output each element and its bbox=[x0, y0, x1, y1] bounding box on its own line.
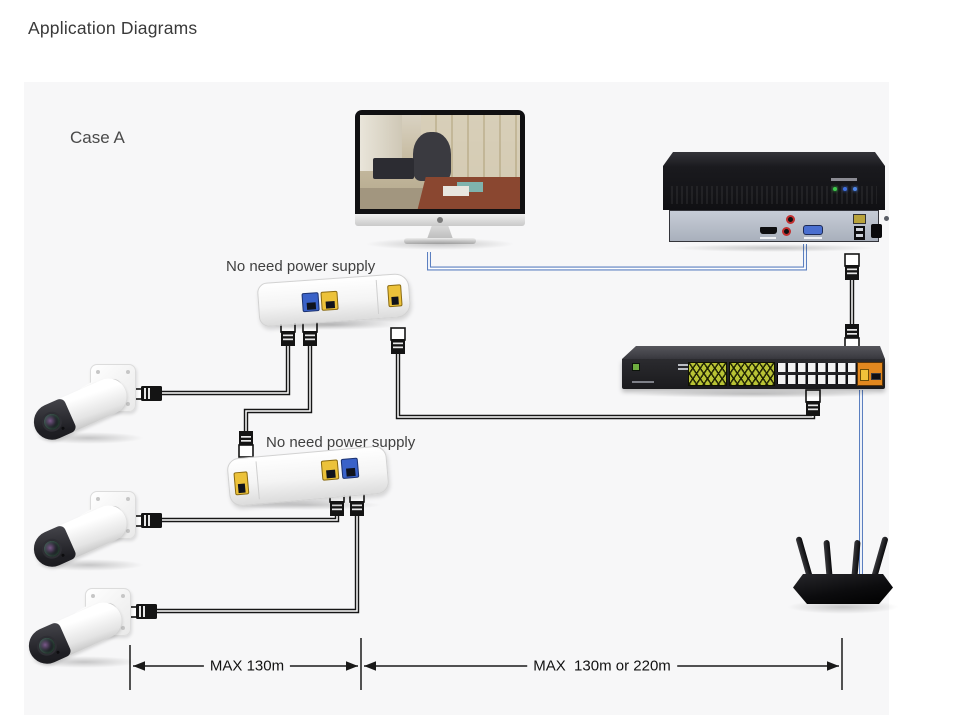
camera-ir-dot bbox=[61, 426, 66, 431]
bullet-camera-2 bbox=[28, 487, 163, 575]
camera-lens-icon bbox=[38, 408, 66, 435]
switch-front-panel bbox=[622, 359, 885, 389]
camera-ir-dot bbox=[56, 650, 61, 655]
switch-mesh-panel bbox=[688, 362, 727, 386]
sfp-slot-icon bbox=[871, 373, 881, 380]
no-power-note-1: No need power supply bbox=[226, 258, 376, 275]
extender-shadow bbox=[232, 500, 382, 510]
nvr-vent bbox=[671, 186, 877, 204]
cctv-chair bbox=[412, 131, 452, 181]
monitor-bezel bbox=[355, 110, 525, 214]
poe-switch bbox=[622, 346, 885, 398]
nvr-led-green bbox=[833, 187, 837, 191]
switch-port-row bbox=[777, 363, 857, 372]
antenna-icon bbox=[851, 539, 861, 579]
monitor-shadow bbox=[365, 238, 515, 250]
distance-label-2: MAX 130m or 220m bbox=[527, 657, 677, 675]
power-jack-icon bbox=[871, 224, 882, 238]
bullet-camera-3 bbox=[23, 584, 158, 672]
switch-model-print bbox=[632, 381, 654, 383]
nvr-recorder bbox=[663, 152, 889, 252]
switch-top-face bbox=[622, 346, 885, 359]
camera-lens-icon bbox=[38, 535, 66, 562]
nvr-front-view bbox=[663, 152, 885, 210]
nvr-print bbox=[831, 178, 857, 181]
extender-port-blue-icon bbox=[340, 457, 360, 480]
camera-lens-icon bbox=[33, 632, 61, 659]
nvr-shadow bbox=[671, 244, 877, 252]
rca-port-icon bbox=[786, 215, 795, 224]
extender-shadow bbox=[262, 320, 402, 330]
cctv-floor bbox=[360, 188, 424, 209]
ethernet-port-icon bbox=[853, 214, 866, 224]
nvr-led-blue bbox=[843, 187, 847, 191]
case-a-label: Case A bbox=[70, 128, 125, 147]
extender-end-port-icon bbox=[387, 284, 403, 308]
bullet-camera-1 bbox=[28, 360, 163, 448]
antenna-icon bbox=[795, 535, 813, 579]
monitor bbox=[355, 110, 525, 250]
switch-uplink-panel bbox=[857, 362, 883, 386]
extender-seam bbox=[375, 279, 380, 314]
nvr-led-blue bbox=[853, 187, 857, 191]
camera-shadow bbox=[34, 432, 144, 444]
brand-logo-icon bbox=[437, 217, 443, 223]
switch-port-row bbox=[777, 375, 857, 384]
router-body bbox=[793, 574, 893, 604]
extender-seam bbox=[255, 461, 260, 500]
monitor-chin bbox=[355, 214, 525, 226]
no-power-note-2: No need power supply bbox=[266, 434, 416, 451]
rca-port-icon bbox=[782, 227, 791, 236]
cctv-desktop bbox=[372, 158, 415, 179]
antenna-icon bbox=[823, 539, 833, 579]
uplink-ethernet-port-icon bbox=[860, 369, 869, 381]
usb-ports-icon bbox=[854, 226, 865, 240]
router-shadow bbox=[787, 600, 899, 614]
antenna-icon bbox=[871, 535, 889, 579]
extender-port-yellow-icon bbox=[320, 459, 340, 481]
camera-ir-dot bbox=[61, 553, 66, 558]
port-label bbox=[760, 237, 776, 239]
extender-end-port-icon bbox=[233, 471, 250, 496]
camera-shadow bbox=[34, 559, 144, 571]
switch-logo-icon bbox=[632, 363, 640, 371]
extender-port-blue-icon bbox=[301, 292, 320, 313]
wifi-router bbox=[787, 534, 899, 614]
nvr-rear-panel bbox=[669, 210, 889, 242]
port-label bbox=[804, 237, 822, 239]
vga-port-icon bbox=[803, 225, 823, 235]
monitor-screen-cctv-view bbox=[360, 115, 520, 209]
screw-icon bbox=[884, 216, 889, 221]
distance-label-1: MAX 130m bbox=[203, 657, 291, 675]
camera-shadow bbox=[29, 656, 139, 668]
switch-mesh-panel bbox=[729, 362, 775, 386]
cctv-papers bbox=[443, 186, 469, 196]
monitor-base bbox=[404, 238, 476, 244]
switch-shadow bbox=[628, 390, 880, 398]
monitor-stand bbox=[427, 226, 453, 239]
hdmi-port-icon bbox=[760, 227, 777, 234]
extender-port-yellow-icon bbox=[320, 290, 339, 311]
page-title: Application Diagrams bbox=[28, 18, 198, 38]
